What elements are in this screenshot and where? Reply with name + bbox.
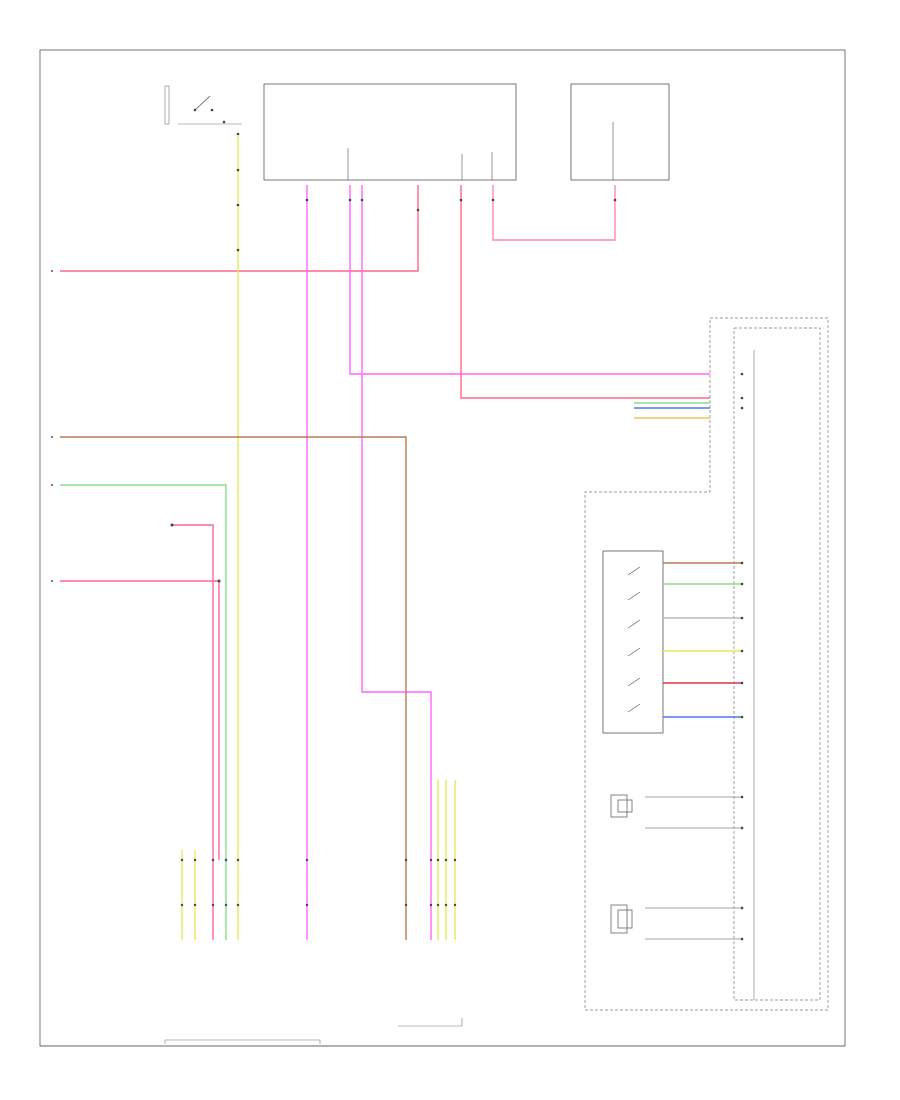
- speed-sensor-lower: [610, 904, 633, 934]
- wire-pink-lower: [60, 580, 220, 860]
- control-module-top-center: [263, 83, 517, 181]
- speed-sensor-upper: [610, 794, 633, 818]
- ignition-switch: [164, 85, 242, 136]
- wire-pink-upper: [172, 524, 214, 860]
- connector-pins: [170, 168, 744, 941]
- wire-pink-module-link: [492, 185, 616, 241]
- wire-magenta-loop: [349, 185, 710, 375]
- speed-sensor-wires: [645, 796, 742, 940]
- wire-brown: [60, 436, 407, 940]
- left-wire-markers: [51, 270, 53, 582]
- control-module-top-right: [570, 83, 670, 181]
- transmission-control-assembly: [584, 317, 829, 1011]
- wire-red-top-feed: [60, 185, 419, 272]
- wire-green: [60, 484, 227, 860]
- wire-red-to-assembly: [460, 185, 710, 399]
- range-switch-box: [602, 550, 664, 734]
- diagram-frame: [39, 49, 846, 1047]
- bottom-left-connector-wires: [181, 850, 239, 940]
- bottom-bracket-left: [164, 1039, 321, 1044]
- range-switch-contacts: [627, 566, 641, 713]
- wire-magenta-down: [361, 185, 432, 940]
- bottom-bracket-center: [398, 1018, 463, 1027]
